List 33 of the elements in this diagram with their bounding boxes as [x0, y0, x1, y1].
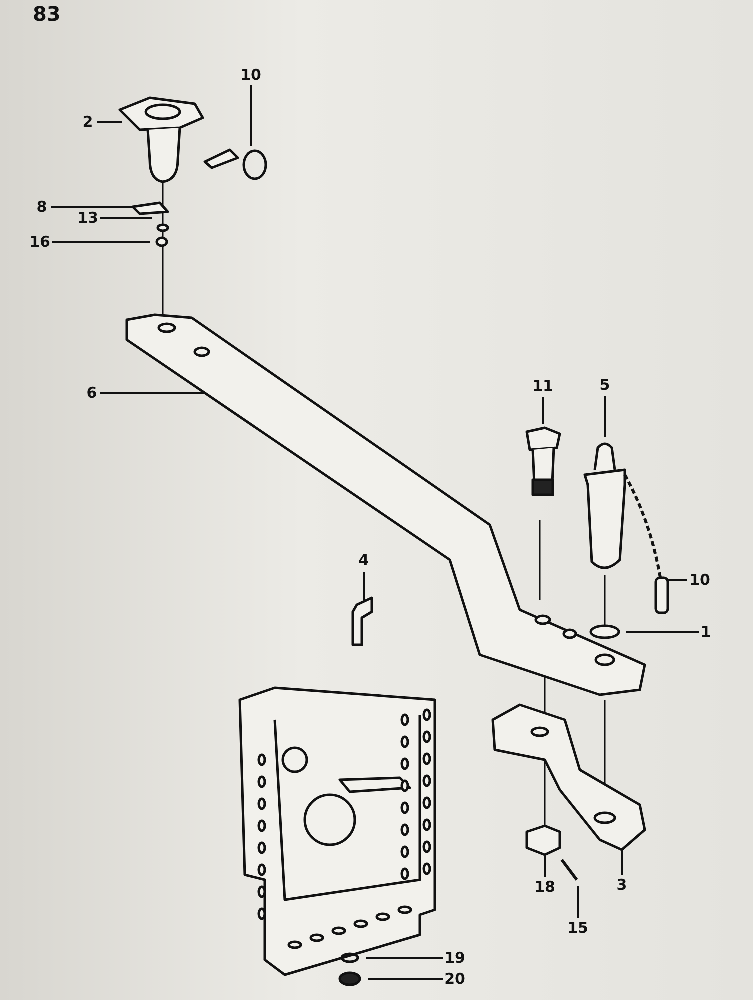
callout-number: 10: [690, 572, 710, 588]
callout-number: 6: [86, 385, 98, 401]
leader-line: [621, 850, 623, 875]
leader-line: [97, 121, 122, 123]
callout-number: 5: [600, 377, 610, 393]
leader-line: [542, 397, 544, 424]
callout-number: 8: [36, 199, 48, 215]
leader-line: [626, 631, 699, 633]
leader-line: [100, 392, 205, 394]
leader-line: [363, 572, 365, 600]
leader-line: [544, 856, 546, 877]
callout-number: 13: [78, 210, 98, 226]
leader-line: [366, 957, 443, 959]
leader-line: [100, 217, 152, 219]
callout-number: 11: [532, 378, 554, 394]
leader-line: [604, 396, 606, 437]
leader-line: [51, 206, 133, 208]
callout-number: 18: [534, 879, 556, 895]
callout-number: 2: [82, 114, 94, 130]
callout-number: 4: [358, 552, 370, 568]
leader-line: [577, 886, 579, 918]
callout-number: 10: [240, 67, 262, 83]
callout-number: 3: [616, 877, 628, 893]
leader-line: [668, 579, 687, 581]
callout-number: 20: [444, 971, 466, 987]
callout-number: 1: [700, 624, 712, 640]
callout-number: 19: [444, 950, 466, 966]
leader-line: [368, 978, 443, 980]
page-number: 83: [33, 2, 61, 26]
leader-line: [250, 85, 252, 146]
callout-number: 15: [568, 920, 588, 936]
callout-number: 16: [30, 234, 50, 250]
leader-line: [52, 241, 150, 243]
